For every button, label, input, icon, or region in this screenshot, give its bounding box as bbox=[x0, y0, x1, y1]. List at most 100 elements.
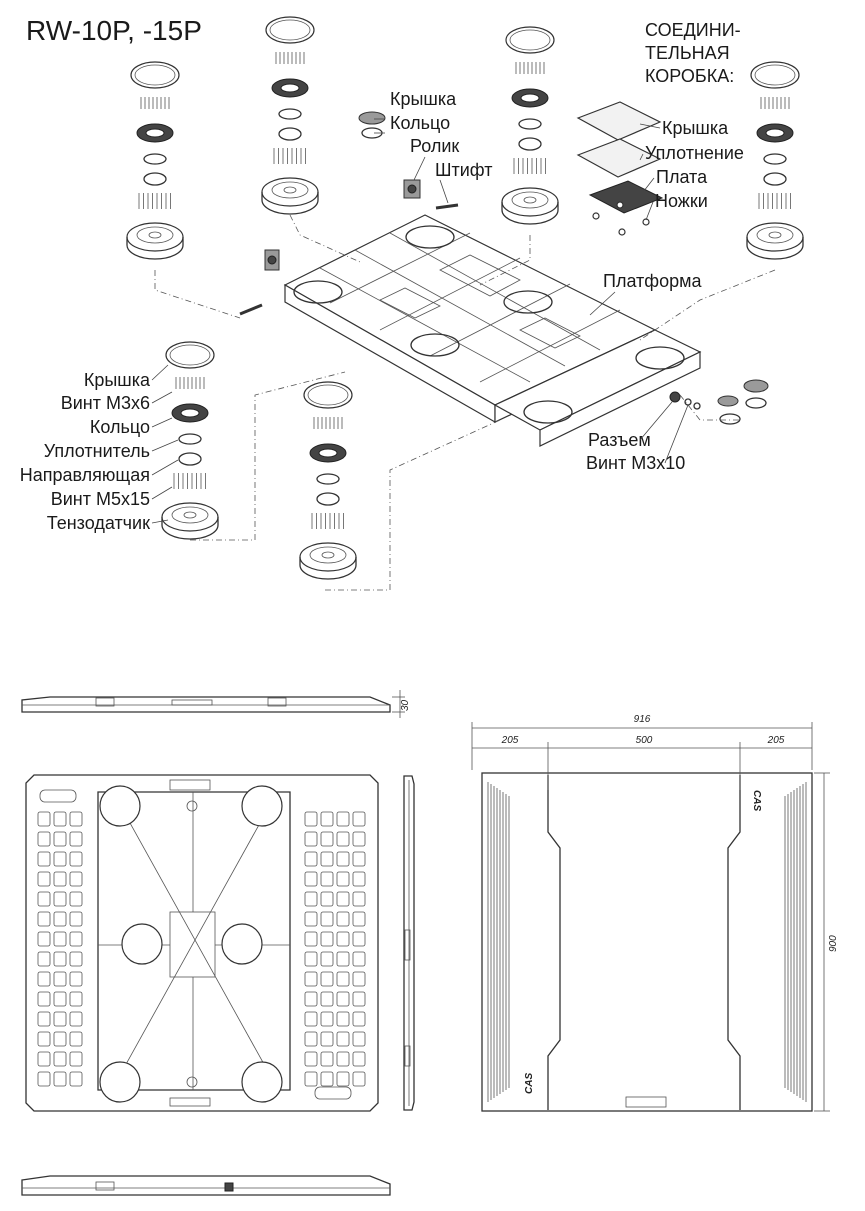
dim-left-margin: 205 bbox=[501, 735, 519, 746]
stack-guide bbox=[518, 137, 542, 151]
loadcell-stack-6 bbox=[299, 381, 357, 580]
roller-axle bbox=[407, 184, 417, 194]
loadcell-stacks bbox=[126, 16, 804, 580]
label-loadcell-cover: Крышка bbox=[84, 370, 151, 390]
plan-pocket-2 bbox=[241, 785, 283, 827]
stack-seal bbox=[763, 153, 787, 165]
exploded-platform bbox=[283, 214, 702, 447]
junction-box-label-line-1: СОЕДИНИ- bbox=[645, 20, 741, 40]
cas-logo-top: CAS bbox=[751, 790, 762, 811]
label-loadcell-guide: Направляющая bbox=[20, 465, 150, 485]
stack-seal bbox=[518, 118, 542, 130]
loadcell-stack-2 bbox=[261, 16, 319, 215]
plan-pocket-5 bbox=[99, 1061, 141, 1103]
plan-grid-cells bbox=[37, 811, 366, 1087]
label-loadcell-seal: Уплотнитель bbox=[44, 441, 150, 461]
junction-leg-1 bbox=[592, 212, 600, 220]
stack-cover bbox=[130, 61, 180, 89]
connector-cap-ring-2 bbox=[719, 413, 741, 425]
platform-pocket-center-right bbox=[503, 290, 553, 314]
side-elevation-right bbox=[403, 775, 415, 1111]
stack-seal bbox=[143, 153, 167, 165]
loadcell-stack-3 bbox=[501, 26, 559, 225]
label-connector-screw: Винт М3х10 bbox=[586, 453, 685, 473]
stack-guide bbox=[178, 452, 202, 466]
loadcell-labels: Крышка Винт М3х6 Кольцо Уплотнитель Напр… bbox=[20, 364, 179, 533]
leader-platform bbox=[589, 291, 616, 316]
side-elevation-top: 30 bbox=[21, 690, 411, 718]
connector-cap-1 bbox=[743, 379, 769, 393]
side-elevation-bottom bbox=[21, 1175, 391, 1196]
junction-leg-4 bbox=[616, 201, 624, 209]
cover-plan-view: CAS CAS 916 205 500 205 900 bbox=[471, 714, 839, 1112]
label-roller: Ролик bbox=[410, 136, 459, 156]
connector-cap-2 bbox=[717, 395, 739, 407]
label-top-ring: Кольцо bbox=[390, 113, 450, 133]
stack-guide bbox=[763, 172, 787, 186]
stack-cover bbox=[750, 61, 800, 89]
loadcell-stack-5 bbox=[161, 341, 219, 540]
connector-labels: Разъем Винт М3х10 bbox=[586, 401, 689, 473]
stack-seal bbox=[178, 433, 202, 445]
assembly-center-lines bbox=[154, 214, 776, 591]
label-loadcell-screw-m3: Винт М3х6 bbox=[61, 393, 150, 413]
left-pin-part bbox=[239, 303, 263, 316]
label-loadcell-screw-m5: Винт М5х15 bbox=[51, 489, 150, 509]
dim-height: 30 bbox=[400, 699, 411, 711]
stack-guide bbox=[143, 172, 167, 186]
junction-gasket-plate bbox=[576, 138, 662, 178]
connector-cap-ring-1 bbox=[745, 397, 767, 409]
junction-box-parts bbox=[576, 101, 664, 236]
junction-labels: Крышка Уплотнение Плата Ножки bbox=[639, 118, 744, 221]
platform-pocket-wing-right bbox=[635, 346, 685, 370]
label-junction-gasket: Уплотнение bbox=[645, 143, 744, 163]
plan-pocket-1 bbox=[99, 785, 141, 827]
label-connector: Разъем bbox=[588, 430, 651, 450]
stack-cover bbox=[505, 26, 555, 54]
platform-pocket-rear-right bbox=[405, 225, 455, 249]
platform-plan-view bbox=[25, 774, 379, 1112]
pin-part bbox=[435, 203, 459, 210]
left-roller-axle bbox=[267, 255, 277, 265]
small-cover-part bbox=[358, 111, 386, 125]
dim-center: 500 bbox=[636, 735, 653, 746]
stack-cover bbox=[303, 381, 353, 409]
loadcell-stack-1 bbox=[126, 61, 184, 260]
junction-cover-plate bbox=[576, 101, 662, 141]
connector-parts bbox=[669, 379, 769, 425]
junction-board-plate bbox=[588, 180, 664, 214]
platform-pocket-rear-left bbox=[293, 280, 343, 304]
junction-box-label: СОЕДИНИ- ТЕЛЬНАЯ КОРОБКА: bbox=[645, 20, 746, 86]
plan-pocket-4 bbox=[221, 923, 263, 965]
platform-pocket-wing-left bbox=[523, 400, 573, 424]
stack-cover bbox=[165, 341, 215, 369]
stack-cover bbox=[265, 16, 315, 44]
cover-ridges-left bbox=[487, 782, 510, 1102]
stack-seal bbox=[316, 473, 340, 485]
label-top-cover: Крышка bbox=[390, 89, 457, 109]
dim-depth: 900 bbox=[828, 935, 839, 952]
stack-guide bbox=[316, 492, 340, 506]
plan-pocket-6 bbox=[241, 1061, 283, 1103]
platform-front-wing-side bbox=[539, 351, 701, 447]
cover-outline bbox=[481, 772, 813, 1112]
cas-logo-bottom: CAS bbox=[524, 1073, 535, 1094]
connector-body bbox=[669, 391, 681, 403]
label-platform: Платформа bbox=[603, 271, 703, 291]
dim-right-margin: 205 bbox=[767, 735, 785, 746]
junction-box-label-line-2: ТЕЛЬНАЯ bbox=[645, 43, 730, 63]
top-center-labels: Крышка Кольцо Ролик Штифт bbox=[374, 89, 492, 204]
label-junction-board: Плата bbox=[656, 167, 708, 187]
plan-pocket-3 bbox=[121, 923, 163, 965]
junction-leg-2 bbox=[618, 228, 626, 236]
label-junction-legs: Ножки bbox=[655, 191, 708, 211]
loadcell-stack-4 bbox=[746, 61, 804, 260]
diagram-title: RW-10P, -15P bbox=[26, 15, 202, 46]
junction-box-label-line-3: КОРОБКА: bbox=[645, 66, 734, 86]
plan-junction-box bbox=[169, 911, 216, 978]
label-loadcell-sensor: Тензодатчик bbox=[47, 513, 150, 533]
label-junction-cover: Крышка bbox=[662, 118, 729, 138]
platform-pocket-center-left bbox=[410, 333, 460, 357]
